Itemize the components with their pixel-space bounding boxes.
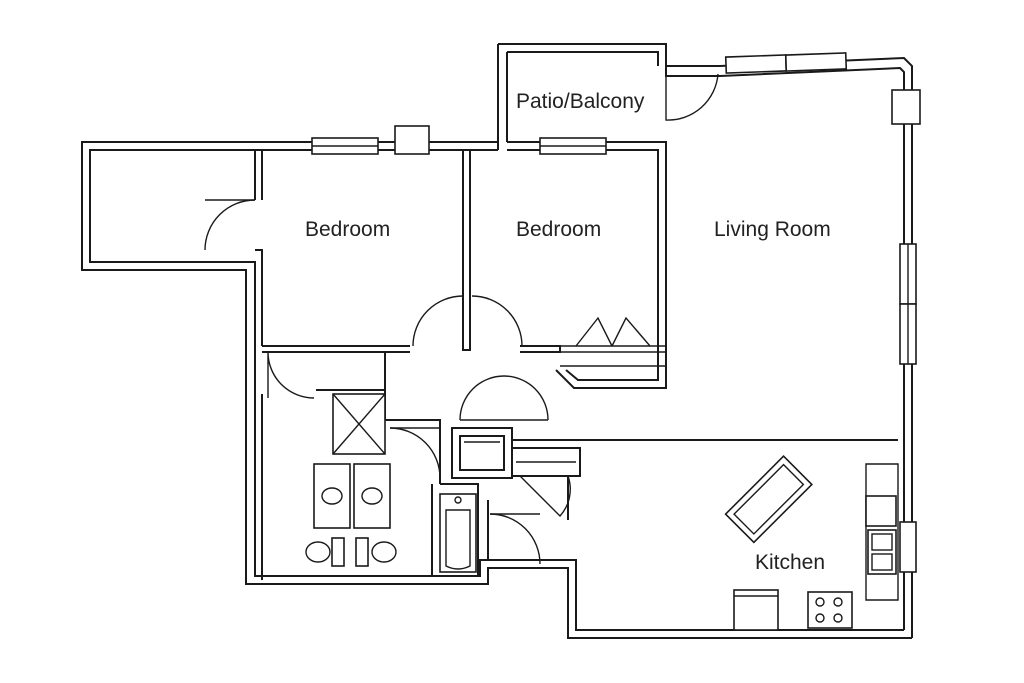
interior-walls	[254, 150, 898, 580]
kitchen-fixtures	[724, 455, 899, 631]
bathroom-fixtures	[305, 393, 477, 573]
windows	[311, 52, 921, 573]
room-label-bedroom-2: Bedroom	[516, 218, 601, 241]
room-label-bedroom-1: Bedroom	[305, 218, 390, 241]
room-label-living-room: Living Room	[714, 218, 831, 241]
room-label-patio: Patio/Balcony	[516, 90, 645, 113]
exterior-walls	[81, 43, 913, 639]
room-label-kitchen: Kitchen	[755, 551, 825, 574]
doors	[204, 70, 719, 565]
